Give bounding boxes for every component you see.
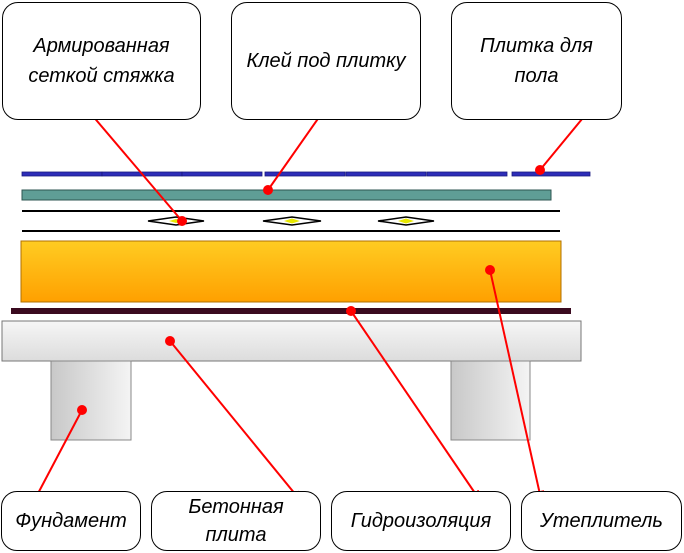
waterproofing-layer — [11, 308, 571, 314]
mesh-marker — [377, 216, 435, 226]
label-waterproofing: Гидроизоляция — [331, 491, 511, 551]
foundation-pillar-right — [450, 360, 531, 441]
arrow-waterproofing — [350, 310, 481, 501]
tile-segment — [181, 171, 263, 177]
screed-layer — [22, 210, 560, 232]
tile-segment — [511, 171, 591, 177]
dot-screed — [177, 216, 187, 226]
dot-insulation — [485, 265, 495, 275]
dot-floor-tile — [535, 165, 545, 175]
label-concrete-slab: Бетонная плита — [151, 491, 321, 551]
mesh-marker — [147, 216, 205, 226]
label-screed: Армированная сеткой стяжка — [2, 2, 201, 120]
arrow-concrete-slab — [169, 340, 302, 502]
tile-segment — [21, 171, 103, 177]
arrow-screed — [84, 106, 183, 222]
dot-tile-glue — [263, 185, 273, 195]
dot-concrete-slab — [165, 336, 175, 346]
dot-waterproofing — [346, 306, 356, 316]
label-foundation: Фундамент — [1, 491, 141, 551]
concrete-slab — [1, 320, 582, 362]
dot-foundation — [77, 405, 87, 415]
arrow-insulation — [489, 269, 545, 501]
label-floor-tile: Плитка для пола — [451, 2, 622, 120]
tile-glue-layer — [21, 189, 552, 201]
mesh-marker — [262, 216, 322, 226]
tile-segment — [345, 171, 427, 177]
foundation-pillar-left — [50, 360, 132, 441]
insulation-layer — [20, 240, 562, 303]
leader-dots — [77, 165, 545, 415]
label-tile-glue: Клей под плитку — [231, 2, 421, 120]
arrow-foundation — [33, 409, 83, 503]
tile-segment — [426, 171, 508, 177]
label-insulation: Утеплитель — [521, 491, 682, 551]
tile-segment — [264, 171, 346, 177]
floor-tile-layer — [21, 171, 591, 177]
